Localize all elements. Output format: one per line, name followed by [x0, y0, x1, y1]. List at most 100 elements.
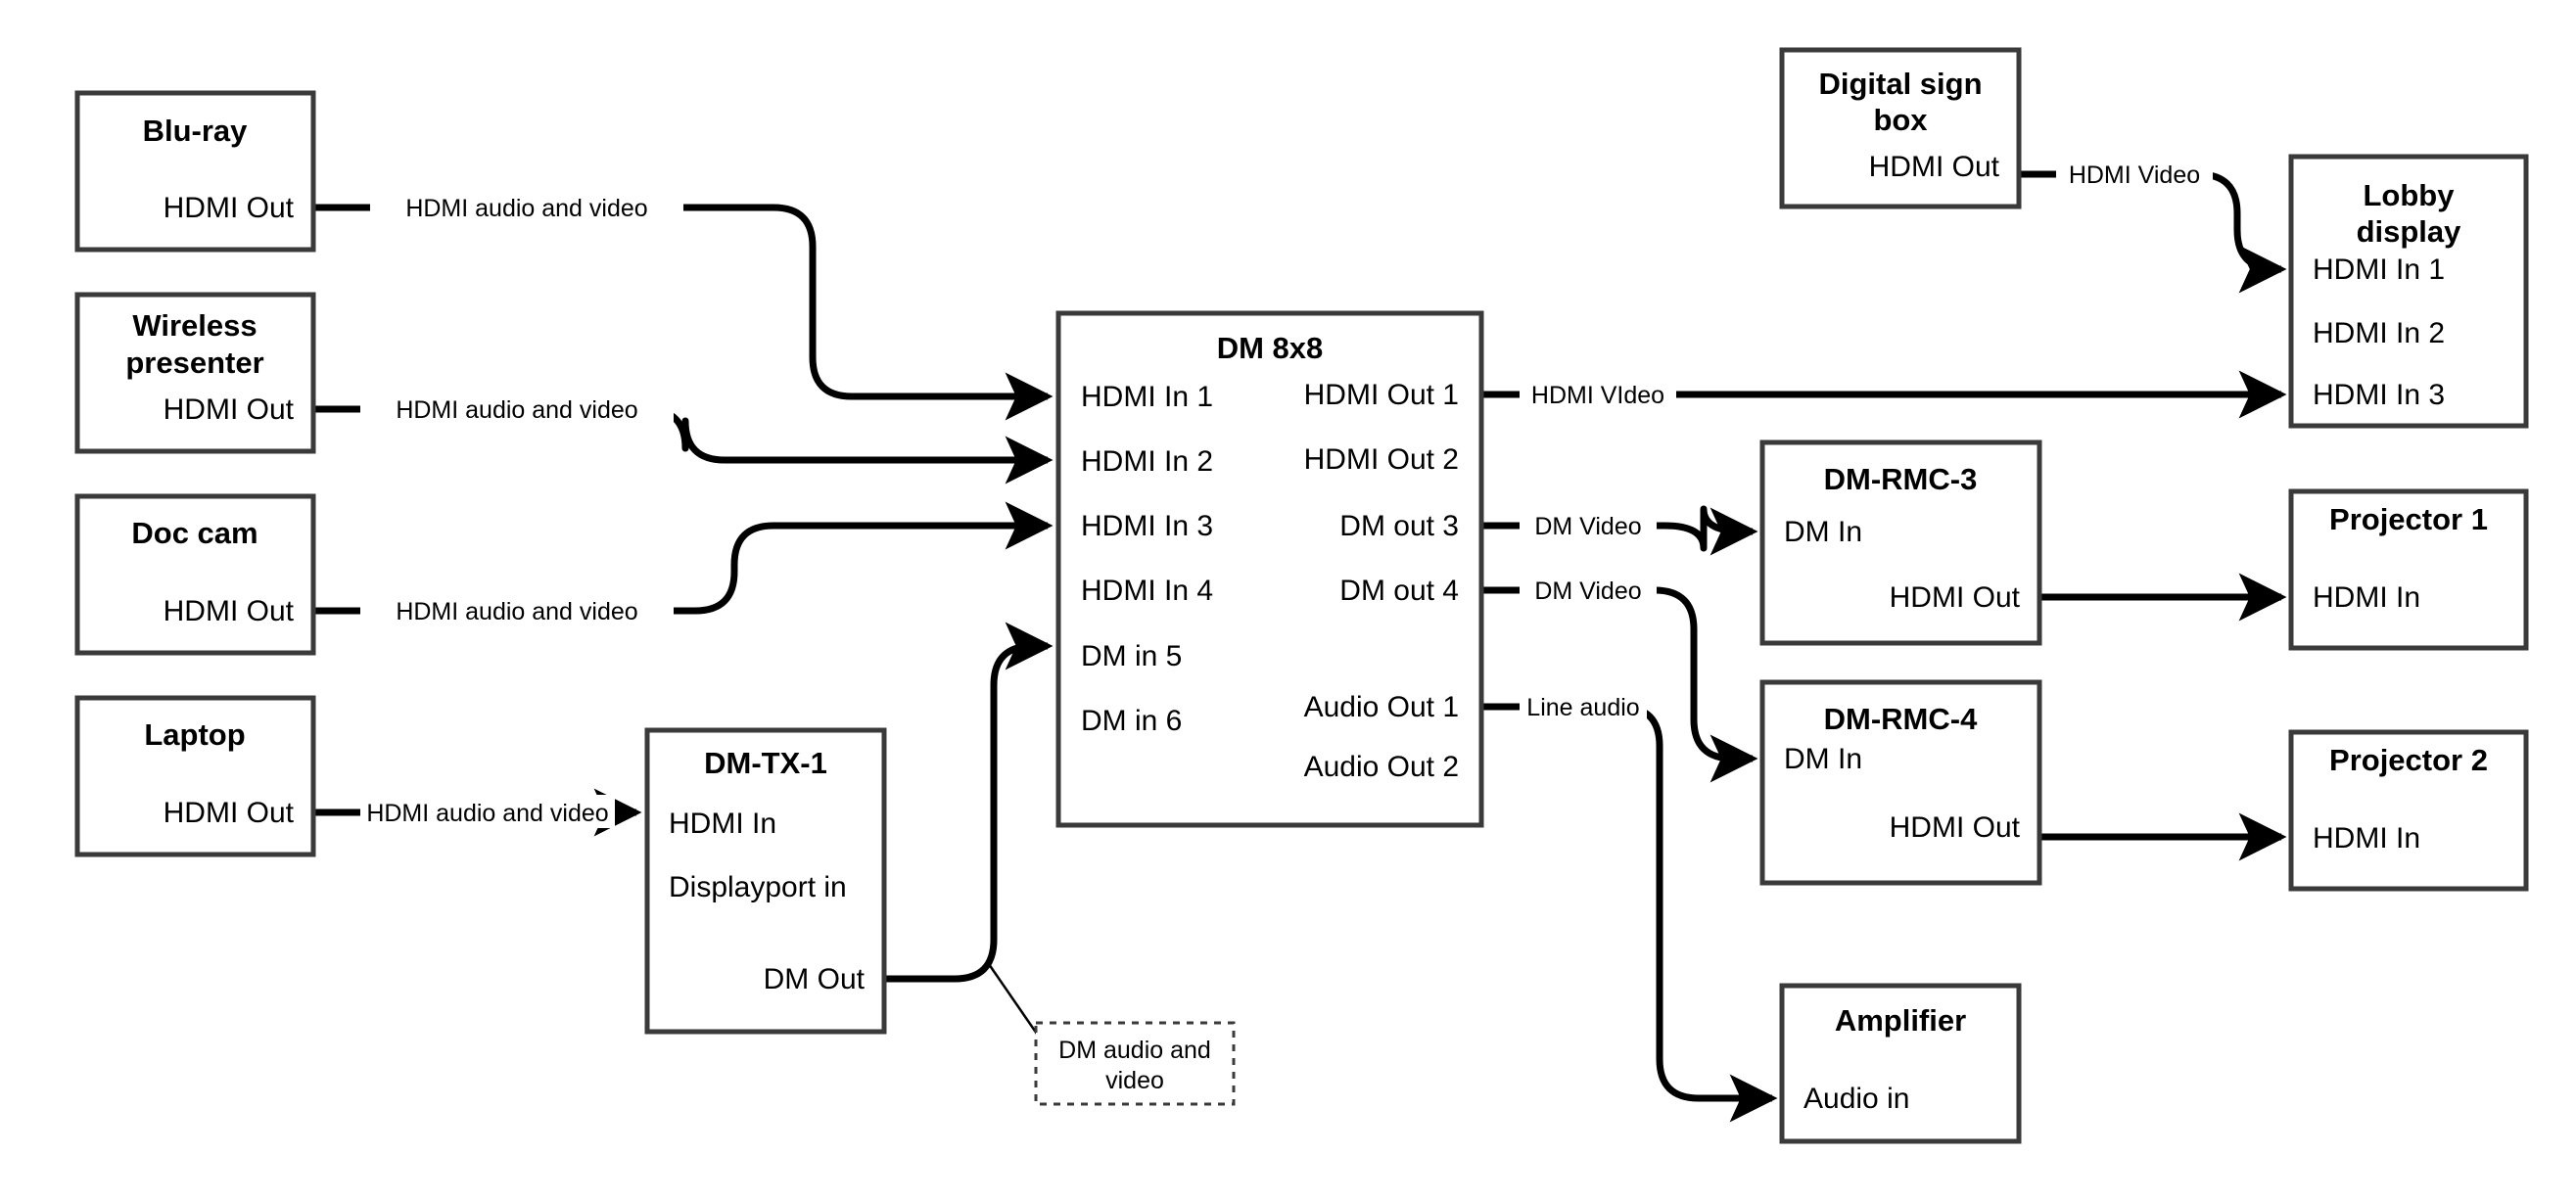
- bluray-box[interactable]: [74, 90, 316, 253]
- projector-2-port-hdmi-in: HDMI In: [2313, 822, 2420, 855]
- link-dm8x8-audioout1-to-amplifier: [1481, 703, 1778, 1123]
- edge-label-dmout3: DM Video: [1520, 508, 1657, 541]
- dm-8x8-port-dm-in-6: DM in 6: [1081, 705, 1182, 737]
- dm-rmc-3-box[interactable]: [1759, 439, 2042, 646]
- dm-8x8-port-hdmi-in-4: HDMI In 4: [1081, 575, 1213, 607]
- digital-sign-box-port-hdmi-out: HDMI Out: [1869, 151, 2000, 183]
- link-bluray-to-dm8x8-hdmi-in-1: [313, 204, 1054, 421]
- digital-sign-box-box[interactable]: [1779, 47, 2022, 209]
- dm-tx-1-port-displayport-in: Displayport in: [669, 871, 847, 903]
- link-dm8x8-dmout4-to-dmrmc4: [1481, 586, 1758, 783]
- bluray-port-hdmi-out: HDMI Out: [164, 192, 295, 224]
- dm-rmc-4-box[interactable]: [1759, 679, 2042, 886]
- dm-8x8-port-hdmi-in-1: HDMI In 1: [1081, 381, 1213, 413]
- edge-label-wireless-text: HDMI audio and video: [396, 396, 637, 424]
- lobby-display-port-hdmi-in-1: HDMI In 1: [2313, 254, 2445, 286]
- dm-rmc-3-title: DM-RMC-3: [1824, 462, 1978, 496]
- laptop-box[interactable]: [74, 695, 316, 857]
- edge-label-dmout3-text: DM Video: [1534, 513, 1641, 540]
- lobby-display-port-hdmi-in-3: HDMI In 3: [2313, 379, 2445, 411]
- edge-label-laptop-bg: [360, 795, 615, 828]
- amplifier-box[interactable]: [1779, 983, 2022, 1144]
- node-digital-sign-box[interactable]: Digital sign box HDMI Out: [1779, 47, 2022, 209]
- doc-cam-port-hdmi-out: HDMI Out: [164, 595, 295, 627]
- edge-label-audioout1: Line audio: [1520, 689, 1647, 722]
- amplifier-port-audio-in: Audio in: [1803, 1083, 1909, 1115]
- edge-label-signbox: HDMI Video: [2056, 157, 2213, 190]
- edge-label-signbox-bg: [2056, 157, 2213, 190]
- laptop-port-hdmi-out: HDMI Out: [164, 797, 295, 829]
- projector-1-port-hdmi-in: HDMI In: [2313, 581, 2420, 614]
- node-dm-8x8[interactable]: DM 8x8 HDMI In 1 HDMI In 2 HDMI In 3 HDM…: [1055, 310, 1484, 828]
- edge-label-hdmiout1-bg: [1520, 377, 1676, 410]
- edge-label-doccam-bg: [360, 593, 674, 626]
- dm-tx-1-title: DM-TX-1: [704, 746, 827, 780]
- node-dm-rmc-4[interactable]: DM-RMC-4 DM In HDMI Out: [1759, 679, 2042, 886]
- edge-label-dmout4: DM Video: [1520, 573, 1657, 606]
- dm-tx-1-port-dm-out: DM Out: [764, 963, 866, 995]
- lobby-display-port-hdmi-in-2: HDMI In 2: [2313, 317, 2445, 349]
- node-amplifier[interactable]: Amplifier Audio in: [1779, 983, 2022, 1144]
- wireless-presenter-title-line2: presenter: [125, 346, 263, 380]
- digital-sign-box-title-line1: Digital sign: [1818, 67, 1982, 101]
- projector-1-title: Projector 1: [2329, 502, 2488, 536]
- bluray-title: Blu-ray: [143, 114, 249, 148]
- link-dmtx1-to-dm8x8-dm-in-5: [884, 622, 1054, 983]
- node-bluray[interactable]: Blu-ray HDMI Out: [74, 90, 316, 253]
- dm-8x8-title: DM 8x8: [1217, 331, 1324, 365]
- node-wireless-presenter[interactable]: Wireless presenter HDMI Out: [74, 292, 316, 454]
- node-dm-rmc-3[interactable]: DM-RMC-3 DM In HDMI Out: [1759, 439, 2042, 646]
- edge-label-wireless-bg: [360, 392, 674, 425]
- edge-label-dmout4-bg: [1520, 573, 1657, 606]
- dm-tx-1-box[interactable]: [644, 727, 887, 1035]
- lobby-display-box[interactable]: [2288, 154, 2529, 429]
- dm-rmc-4-port-dm-in: DM In: [1784, 743, 1862, 775]
- wireless-presenter-box[interactable]: [74, 292, 316, 454]
- note-dm-audio-video-line1: DM audio and: [1058, 1037, 1211, 1064]
- node-dm-tx-1[interactable]: DM-TX-1 HDMI In Displayport in DM Out: [644, 727, 887, 1035]
- link-doccam-to-dm8x8-hdmi-in-3: [313, 501, 1054, 615]
- doc-cam-title: Doc cam: [131, 516, 258, 550]
- edge-label-signbox-text: HDMI Video: [2069, 162, 2200, 189]
- edge-label-hdmiout1-text: HDMI VIdeo: [1531, 382, 1664, 409]
- projector-1-box[interactable]: [2288, 488, 2529, 651]
- edge-label-bluray-bg: [370, 190, 683, 223]
- dm-rmc-4-port-hdmi-out: HDMI Out: [1890, 811, 2021, 844]
- dm-8x8-box[interactable]: [1055, 310, 1484, 828]
- dm-rmc-3-port-hdmi-out: HDMI Out: [1890, 581, 2021, 614]
- edge-label-laptop-text: HDMI audio and video: [366, 800, 608, 827]
- wireless-presenter-port-hdmi-out: HDMI Out: [164, 393, 295, 426]
- node-projector-1[interactable]: Projector 1 HDMI In: [2288, 488, 2529, 651]
- dm-8x8-port-hdmi-in-2: HDMI In 2: [1081, 445, 1213, 478]
- dm-tx-1-port-hdmi-in: HDMI In: [669, 808, 776, 840]
- lobby-display-title-line2: display: [2357, 214, 2462, 249]
- dm-rmc-4-title: DM-RMC-4: [1824, 702, 1978, 736]
- projector-2-title: Projector 2: [2329, 743, 2488, 777]
- node-doc-cam[interactable]: Doc cam HDMI Out: [74, 493, 316, 656]
- projector-2-box[interactable]: [2288, 729, 2529, 892]
- dm-8x8-port-hdmi-out-2: HDMI Out 2: [1304, 443, 1459, 476]
- edge-label-doccam: HDMI audio and video: [360, 593, 674, 626]
- dm-8x8-port-dm-in-5: DM in 5: [1081, 640, 1182, 672]
- dm-rmc-3-port-dm-in: DM In: [1784, 516, 1862, 548]
- lobby-display-title-line1: Lobby: [2364, 178, 2456, 212]
- dm-8x8-port-audio-out-2: Audio Out 2: [1304, 751, 1459, 783]
- node-laptop[interactable]: Laptop HDMI Out: [74, 695, 316, 857]
- dm-8x8-port-dm-out-3: DM out 3: [1339, 510, 1459, 542]
- doc-cam-box[interactable]: [74, 493, 316, 656]
- node-lobby-display[interactable]: Lobby display HDMI In 1 HDMI In 2 HDMI I…: [2288, 154, 2529, 429]
- digital-sign-box-title-line2: box: [1873, 103, 1928, 137]
- node-projector-2[interactable]: Projector 2 HDMI In: [2288, 729, 2529, 892]
- edge-label-doccam-text: HDMI audio and video: [396, 598, 637, 625]
- edge-label-bluray-text: HDMI audio and video: [405, 195, 647, 222]
- edge-label-audioout1-bg: [1520, 689, 1647, 722]
- dm-8x8-port-hdmi-out-1: HDMI Out 1: [1304, 379, 1459, 411]
- edge-label-laptop: HDMI audio and video: [360, 795, 615, 828]
- edge-label-dmout4-text: DM Video: [1534, 577, 1641, 605]
- amplifier-title: Amplifier: [1835, 1003, 1966, 1038]
- laptop-title: Laptop: [144, 717, 245, 752]
- edge-label-hdmiout1: HDMI VIdeo: [1520, 377, 1676, 410]
- dm-8x8-port-hdmi-in-3: HDMI In 3: [1081, 510, 1213, 542]
